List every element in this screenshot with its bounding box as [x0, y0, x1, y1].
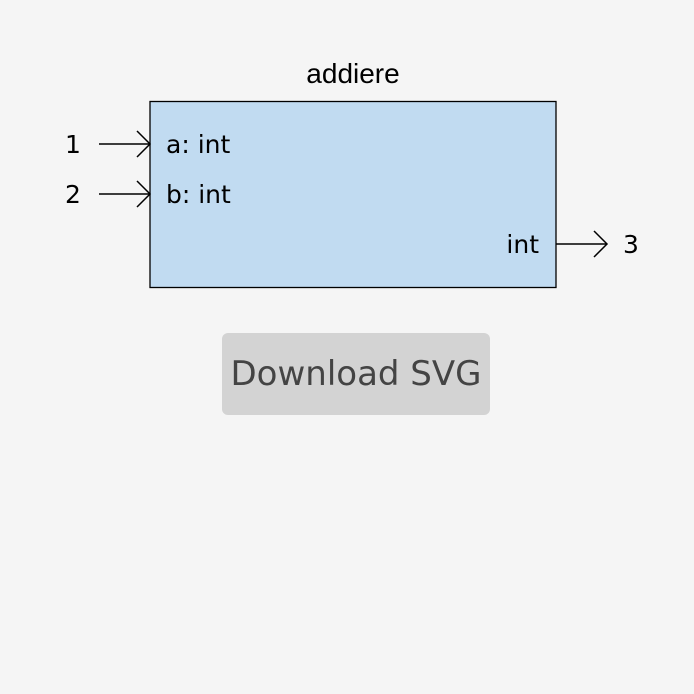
input-arrow-a-icon: [99, 130, 152, 158]
function-block: [149, 100, 557, 289]
download-svg-button[interactable]: Download SVG: [222, 333, 490, 415]
input-label-b: b: int: [166, 180, 231, 209]
input-value-b: 2: [65, 180, 81, 209]
input-label-a: a: int: [166, 130, 230, 159]
output-value: 3: [623, 230, 639, 259]
output-label: int: [506, 230, 539, 259]
input-value-a: 1: [65, 130, 81, 159]
block-diagram: addiere 1 a: int 2 b: int int 3: [65, 58, 639, 289]
input-arrow-b-icon: [99, 180, 152, 208]
block-title: addiere: [306, 58, 399, 89]
output-arrow-icon: [556, 230, 609, 258]
